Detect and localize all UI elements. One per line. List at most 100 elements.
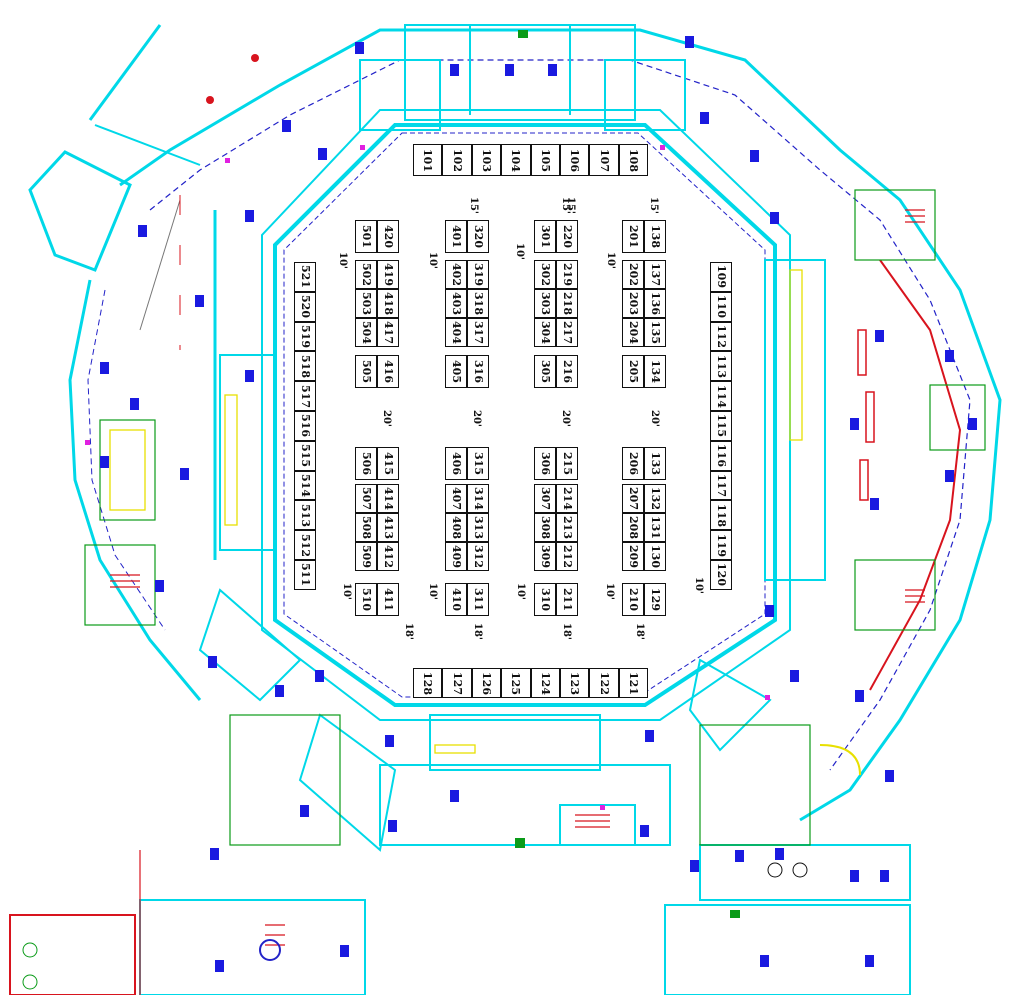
- booth-413[interactable]: 413: [377, 513, 399, 542]
- booth-420[interactable]: 420: [377, 220, 399, 253]
- booth-502[interactable]: 502: [355, 260, 377, 289]
- booth-311[interactable]: 311: [467, 583, 489, 616]
- booth-104[interactable]: 104: [501, 144, 531, 176]
- booth-411[interactable]: 411: [377, 583, 399, 616]
- booth-208[interactable]: 208: [622, 513, 644, 542]
- booth-219[interactable]: 219: [556, 260, 578, 289]
- booth-520[interactable]: 520: [294, 291, 316, 322]
- booth-416[interactable]: 416: [377, 355, 399, 388]
- booth-415[interactable]: 415: [377, 447, 399, 480]
- booth-518[interactable]: 518: [294, 351, 316, 382]
- booth-210[interactable]: 210: [622, 583, 644, 616]
- booth-137[interactable]: 137: [644, 260, 666, 289]
- booth-519[interactable]: 519: [294, 321, 316, 352]
- booth-514[interactable]: 514: [294, 470, 316, 501]
- booth-318[interactable]: 318: [467, 289, 489, 318]
- booth-204[interactable]: 204: [622, 318, 644, 347]
- booth-506[interactable]: 506: [355, 447, 377, 480]
- booth-103[interactable]: 103: [471, 144, 502, 176]
- booth-301[interactable]: 301: [534, 220, 556, 253]
- booth-108[interactable]: 108: [618, 144, 649, 176]
- booth-114[interactable]: 114: [710, 381, 732, 411]
- booth-406[interactable]: 406: [445, 447, 467, 480]
- booth-512[interactable]: 512: [294, 530, 316, 560]
- booth-308[interactable]: 308: [534, 513, 556, 542]
- booth-306[interactable]: 306: [534, 447, 556, 480]
- booth-211[interactable]: 211: [556, 583, 578, 616]
- booth-315[interactable]: 315: [467, 447, 489, 480]
- booth-511[interactable]: 511: [294, 560, 316, 590]
- booth-417[interactable]: 417: [377, 318, 399, 347]
- booth-122[interactable]: 122: [589, 668, 619, 698]
- booth-113[interactable]: 113: [710, 351, 732, 382]
- booth-120[interactable]: 120: [710, 560, 732, 590]
- booth-312[interactable]: 312: [467, 542, 489, 571]
- booth-115[interactable]: 115: [710, 411, 732, 441]
- booth-405[interactable]: 405: [445, 355, 467, 388]
- booth-319[interactable]: 319: [467, 260, 489, 289]
- booth-302[interactable]: 302: [534, 260, 556, 289]
- booth-317[interactable]: 317: [467, 318, 489, 347]
- booth-313[interactable]: 313: [467, 513, 489, 542]
- booth-106[interactable]: 106: [560, 144, 590, 176]
- booth-130[interactable]: 130: [644, 542, 666, 571]
- booth-418[interactable]: 418: [377, 289, 399, 318]
- booth-109[interactable]: 109: [710, 262, 732, 292]
- booth-403[interactable]: 403: [445, 289, 467, 318]
- booth-408[interactable]: 408: [445, 513, 467, 542]
- booth-309[interactable]: 309: [534, 542, 556, 571]
- booth-212[interactable]: 212: [556, 542, 578, 571]
- booth-419[interactable]: 419: [377, 260, 399, 289]
- booth-207[interactable]: 207: [622, 484, 644, 513]
- booth-303[interactable]: 303: [534, 289, 556, 318]
- booth-124[interactable]: 124: [530, 668, 560, 698]
- booth-521[interactable]: 521: [294, 262, 316, 292]
- booth-105[interactable]: 105: [530, 144, 560, 176]
- booth-409[interactable]: 409: [445, 542, 467, 571]
- booth-314[interactable]: 314: [467, 484, 489, 513]
- booth-116[interactable]: 116: [710, 440, 732, 471]
- booth-220[interactable]: 220: [556, 220, 578, 253]
- booth-508[interactable]: 508: [355, 513, 377, 542]
- booth-129[interactable]: 129: [644, 583, 666, 616]
- booth-310[interactable]: 310: [534, 583, 556, 616]
- booth-110[interactable]: 110: [710, 291, 732, 322]
- booth-205[interactable]: 205: [622, 355, 644, 388]
- booth-407[interactable]: 407: [445, 484, 467, 513]
- booth-507[interactable]: 507: [355, 484, 377, 513]
- booth-216[interactable]: 216: [556, 355, 578, 388]
- booth-402[interactable]: 402: [445, 260, 467, 289]
- booth-516[interactable]: 516: [294, 411, 316, 441]
- booth-401[interactable]: 401: [445, 220, 467, 253]
- booth-214[interactable]: 214: [556, 484, 578, 513]
- booth-509[interactable]: 509: [355, 542, 377, 571]
- booth-132[interactable]: 132: [644, 484, 666, 513]
- booth-217[interactable]: 217: [556, 318, 578, 347]
- booth-410[interactable]: 410: [445, 583, 467, 616]
- booth-209[interactable]: 209: [622, 542, 644, 571]
- booth-510[interactable]: 510: [355, 583, 377, 616]
- booth-102[interactable]: 102: [442, 144, 472, 176]
- booth-112[interactable]: 112: [710, 321, 732, 352]
- booth-505[interactable]: 505: [355, 355, 377, 388]
- booth-125[interactable]: 125: [501, 668, 531, 698]
- booth-135[interactable]: 135: [644, 318, 666, 347]
- booth-206[interactable]: 206: [622, 447, 644, 480]
- booth-134[interactable]: 134: [644, 355, 666, 388]
- booth-304[interactable]: 304: [534, 318, 556, 347]
- booth-123[interactable]: 123: [560, 668, 590, 698]
- booth-203[interactable]: 203: [622, 289, 644, 318]
- booth-202[interactable]: 202: [622, 260, 644, 289]
- booth-201[interactable]: 201: [622, 220, 644, 253]
- booth-126[interactable]: 126: [471, 668, 502, 698]
- booth-213[interactable]: 213: [556, 513, 578, 542]
- booth-305[interactable]: 305: [534, 355, 556, 388]
- booth-307[interactable]: 307: [534, 484, 556, 513]
- booth-127[interactable]: 127: [442, 668, 472, 698]
- booth-119[interactable]: 119: [710, 530, 732, 560]
- booth-517[interactable]: 517: [294, 381, 316, 411]
- booth-513[interactable]: 513: [294, 500, 316, 531]
- booth-320[interactable]: 320: [467, 220, 489, 253]
- booth-107[interactable]: 107: [589, 144, 619, 176]
- booth-133[interactable]: 133: [644, 447, 666, 480]
